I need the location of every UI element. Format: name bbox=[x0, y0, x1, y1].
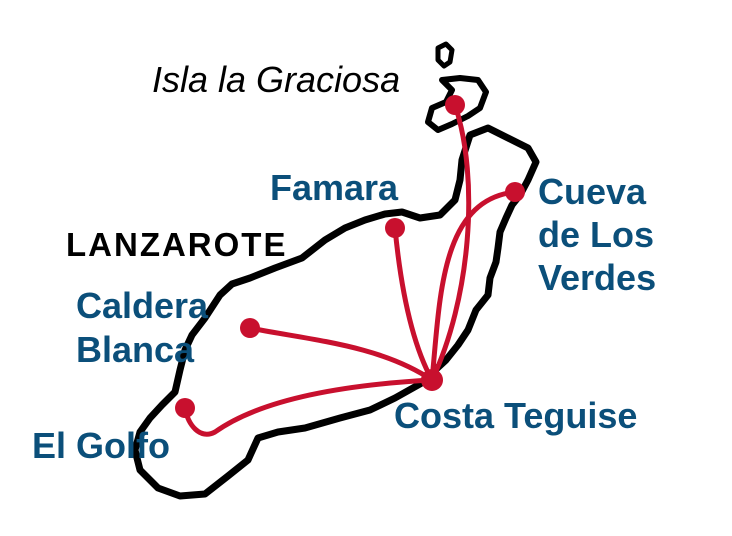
label-cueva-line1: Cueva bbox=[538, 171, 647, 212]
alegranza-islet-outline bbox=[435, 41, 455, 69]
route-to-cueva bbox=[429, 189, 518, 383]
route-lines bbox=[182, 102, 518, 437]
dot-cueva bbox=[505, 182, 525, 202]
dot-costa-teguise bbox=[421, 369, 443, 391]
label-cueva-line3: Verdes bbox=[538, 257, 656, 298]
location-dots bbox=[175, 95, 525, 418]
label-costa-teguise: Costa Teguise bbox=[394, 395, 637, 436]
dot-famara bbox=[385, 218, 405, 238]
lanzarote-island-outline bbox=[131, 124, 540, 500]
label-caldera-line1: Caldera bbox=[76, 285, 209, 326]
label-lanzarote: LANZAROTE bbox=[66, 226, 287, 263]
route-to-caldera bbox=[247, 325, 435, 383]
route-to-famara bbox=[392, 225, 435, 383]
dot-caldera bbox=[240, 318, 260, 338]
route-to-golfo bbox=[182, 377, 435, 437]
dot-graciosa bbox=[445, 95, 465, 115]
label-isla-la-graciosa: Isla la Graciosa bbox=[152, 59, 400, 100]
label-caldera-line2: Blanca bbox=[76, 329, 195, 370]
route-to-graciosa bbox=[429, 102, 472, 383]
label-famara: Famara bbox=[270, 167, 399, 208]
label-cueva-line2: de Los bbox=[538, 214, 654, 255]
label-el-golfo: El Golfo bbox=[32, 425, 170, 466]
dot-golfo bbox=[175, 398, 195, 418]
